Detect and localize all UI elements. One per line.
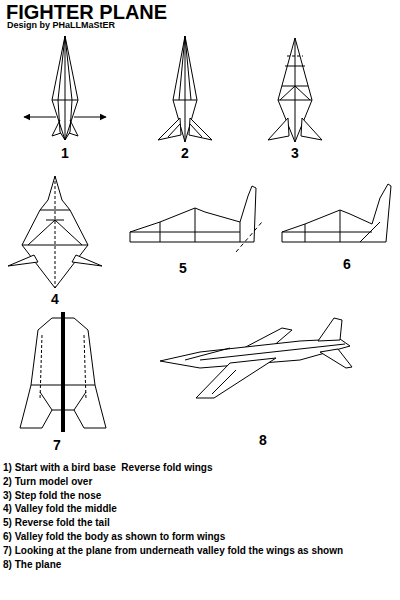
step5-figure <box>130 186 262 252</box>
instruction-line: 1) Start with a bird base Reverse fold w… <box>3 462 213 474</box>
step-number: 6 <box>343 256 351 273</box>
step-number: 7 <box>53 437 61 454</box>
step1-figure <box>24 36 106 140</box>
step6-figure <box>282 184 391 242</box>
step3-figure <box>268 38 322 142</box>
instruction-line: 2) Turn model over <box>3 476 92 488</box>
instruction-line: 4) Valley fold the middle <box>3 503 117 515</box>
step7-figure <box>20 312 106 432</box>
step-number: 2 <box>181 145 189 162</box>
instruction-line: 8) The plane <box>3 559 61 571</box>
step-number: 1 <box>61 145 69 162</box>
step-number: 3 <box>291 145 299 162</box>
instruction-line: 5) Reverse fold the tail <box>3 517 110 529</box>
instruction-line: 7) Looking at the plane from underneath … <box>3 545 343 557</box>
step-number: 8 <box>259 432 267 449</box>
step2-figure <box>158 36 212 142</box>
instruction-line: 6) Valley fold the body as shown to form… <box>3 531 225 543</box>
step4-figure <box>8 176 102 288</box>
step-number: 5 <box>179 260 187 277</box>
step-number: 4 <box>51 291 59 308</box>
credit: Design by PHaLLMaStER <box>7 20 115 31</box>
instruction-line: 3) Step fold the nose <box>3 490 101 502</box>
step8-figure <box>160 318 352 398</box>
